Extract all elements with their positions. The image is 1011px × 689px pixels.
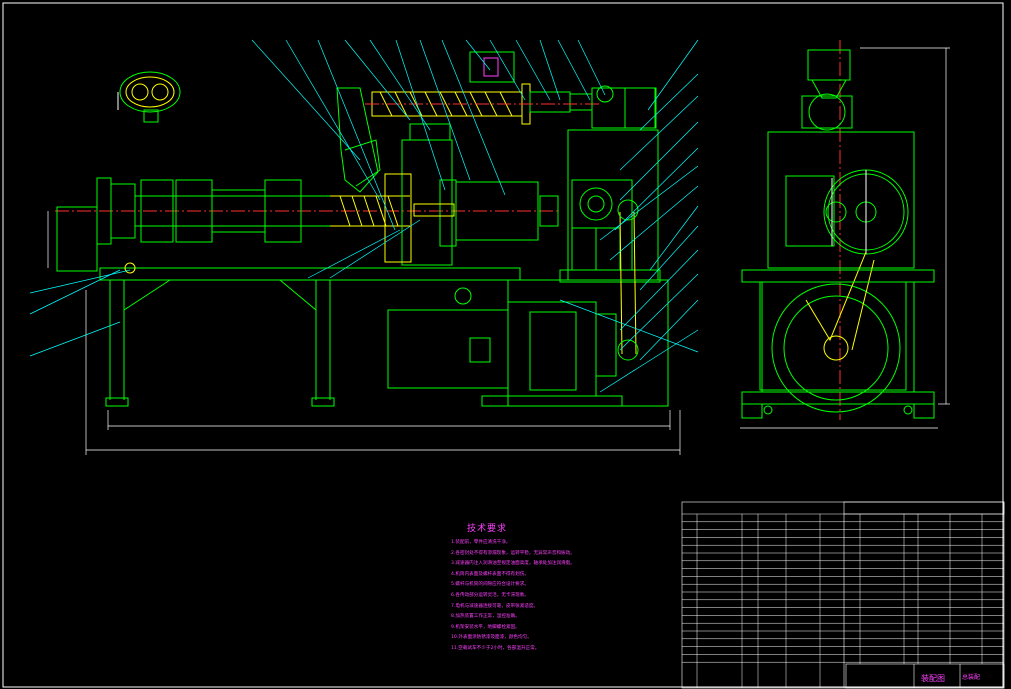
side-gearbox: [767, 131, 915, 269]
side-dimensions: [740, 47, 950, 429]
reducer: [571, 179, 633, 271]
detail-view-a: [117, 71, 181, 123]
tech-requirement-line: 11.空载试车不少于2小时，各部温升正常。: [451, 645, 540, 651]
part-leaders-front: [29, 39, 699, 393]
bill-of-materials: [681, 501, 1005, 689]
tech-requirement-line: 6.各传动部分运转灵活，无卡滞现象。: [451, 592, 529, 598]
tech-requirement-line: 8.加热装置工作正常，温控准确。: [451, 614, 520, 620]
bom-rows: [682, 513, 1004, 688]
tech-requirement-line: 5.螺杆与机筒的间隙应符合设计要求。: [451, 582, 529, 588]
side-motor: [771, 283, 901, 413]
front-dimensions: [47, 211, 681, 455]
tech-requirements-title: 技术要求: [467, 524, 508, 534]
tech-requirement-line: 3.减速器内注入润滑油至规定油面高度，轴承处加注润滑脂。: [451, 561, 575, 567]
machine-frame: [99, 267, 521, 281]
title-block-name: 装配图: [921, 674, 945, 683]
front-view: [55, 51, 669, 407]
heater-band-2: [175, 179, 213, 243]
feed-hopper: [336, 87, 379, 193]
title-block: [845, 663, 1005, 689]
tech-requirement-line: 2.各密封处不得有渗漏现象，运转平稳，无异常声音和振动。: [451, 550, 575, 556]
feed-motor: [591, 87, 657, 129]
tech-requirements-list: 1.装配前，零件应清洗干净。 2.各密封处不得有渗漏现象，运转平稳，无异常声音和…: [451, 538, 671, 655]
tech-requirement-line: 10.外表面涂防锈漆及面漆，颜色均匀。: [451, 635, 532, 641]
title-block-code: 总装配: [962, 674, 981, 681]
tech-requirement-line: 4.机筒内表面及螺杆表面不得有划伤。: [451, 571, 529, 577]
side-view: [741, 40, 935, 420]
heater-band-3: [264, 179, 302, 243]
tech-requirement-line: 1.装配前，零件应清洗干净。: [451, 540, 511, 545]
heater-band-1: [140, 179, 174, 243]
tech-requirement-line: 7.电机与减速器连接可靠，皮带张紧适度。: [451, 603, 539, 609]
side-hopper: [807, 49, 851, 81]
tech-requirement-line: 9.机架安装水平，地脚螺栓紧固。: [451, 624, 520, 630]
